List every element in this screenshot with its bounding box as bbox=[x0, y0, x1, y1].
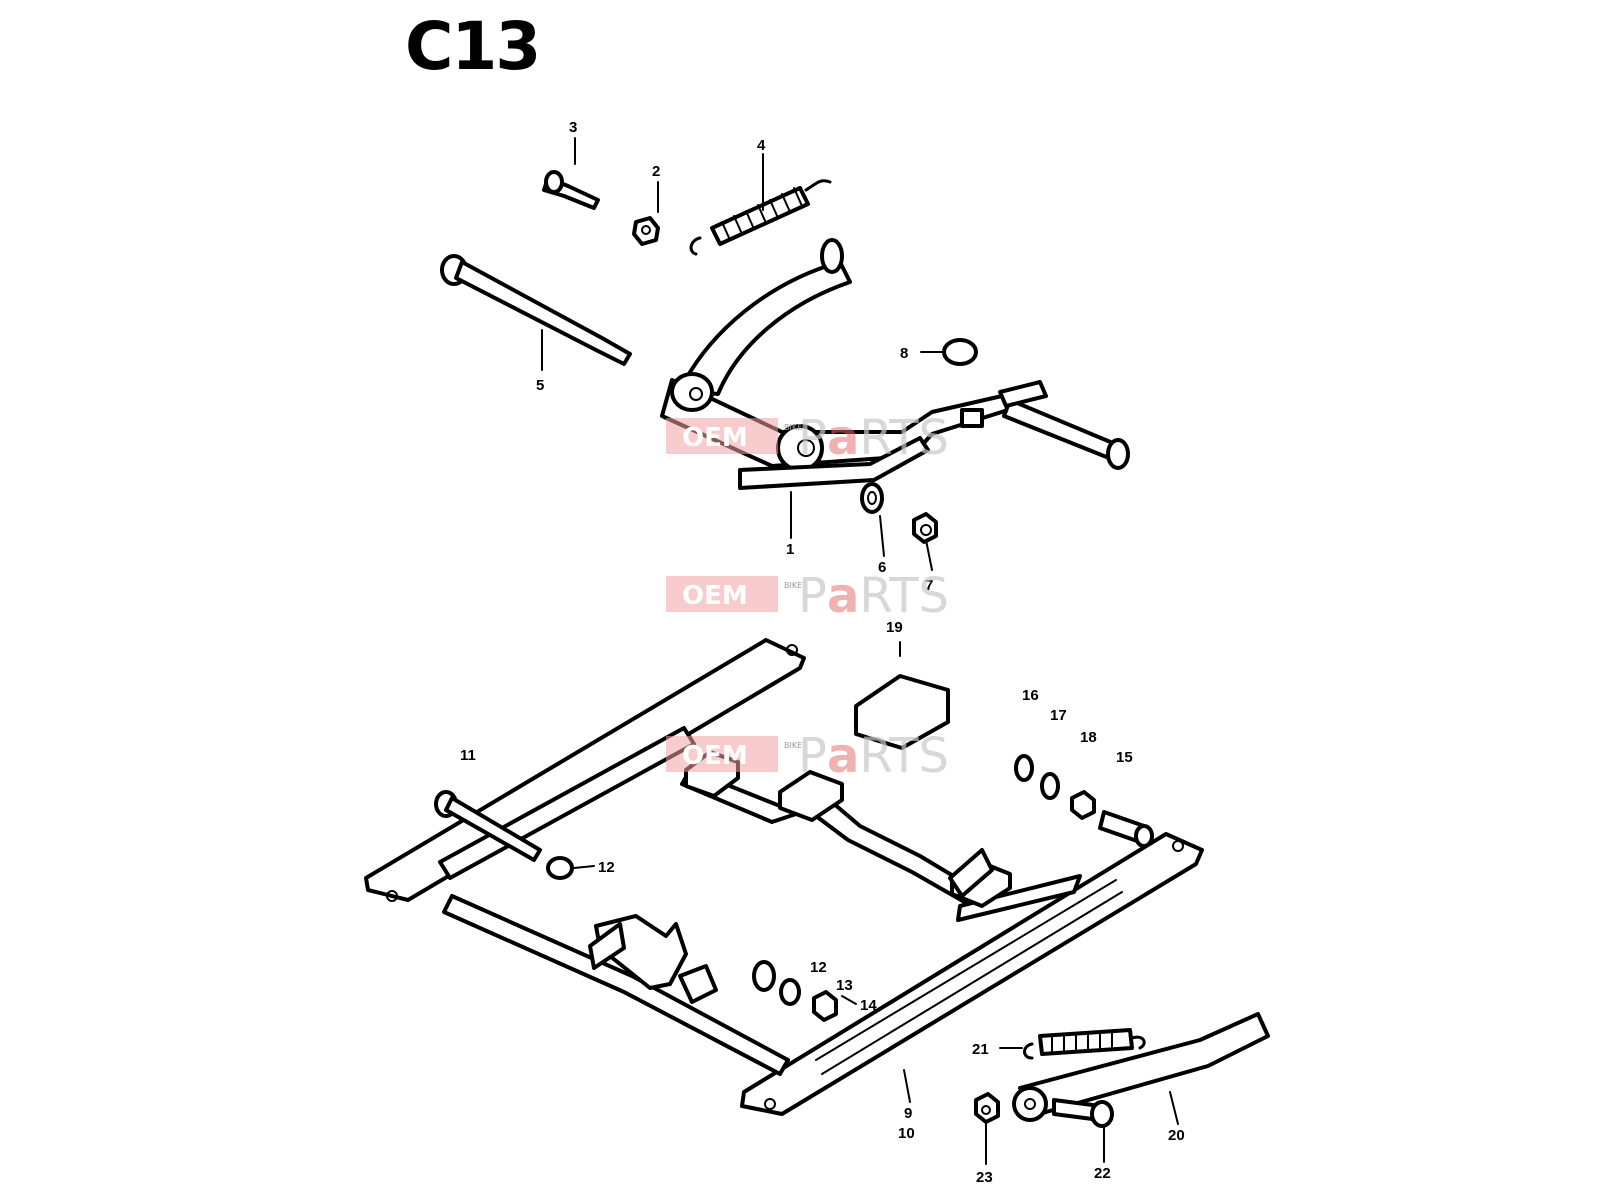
part-20-side-stand[interactable] bbox=[1012, 1012, 1270, 1122]
callout-12-lower: 12 bbox=[810, 959, 827, 976]
part-8-cap[interactable] bbox=[942, 338, 978, 366]
callout-6: 6 bbox=[878, 559, 886, 576]
callout-15: 15 bbox=[1116, 749, 1133, 766]
callout-10: 10 bbox=[898, 1125, 915, 1142]
part-3-bolt[interactable] bbox=[542, 170, 600, 210]
svg-text:BIKE: BIKE bbox=[784, 423, 802, 432]
callout-22: 22 bbox=[1094, 1165, 1111, 1182]
svg-text:BIKE: BIKE bbox=[784, 741, 802, 750]
parts-12-13-14-washers-nut[interactable] bbox=[752, 960, 838, 1022]
svg-text:PaRTS: PaRTS bbox=[798, 410, 949, 466]
callout-5: 5 bbox=[536, 377, 544, 394]
parts-15-16-17-18-fasteners[interactable] bbox=[1014, 754, 1154, 848]
callout-12-upper: 12 bbox=[598, 859, 615, 876]
watermark-2: OEM BIKE PaRTS bbox=[666, 568, 949, 624]
part-4-spring[interactable] bbox=[689, 179, 832, 256]
part-5-long-pivot-shaft[interactable] bbox=[440, 254, 632, 366]
callout-9: 9 bbox=[904, 1105, 912, 1122]
part-11-rear-bar[interactable] bbox=[364, 638, 806, 902]
callout-20: 20 bbox=[1168, 1127, 1185, 1144]
svg-text:PaRTS: PaRTS bbox=[798, 728, 949, 784]
callout-8: 8 bbox=[900, 345, 908, 362]
callout-4: 4 bbox=[757, 137, 766, 154]
svg-text:BIKE: BIKE bbox=[784, 581, 802, 590]
leader-lines bbox=[541, 137, 1179, 1165]
callout-13: 13 bbox=[836, 977, 853, 994]
part-9-10-front-bar[interactable] bbox=[740, 832, 1204, 1116]
part-7-nut[interactable] bbox=[912, 512, 938, 544]
part-12-washer-upper[interactable] bbox=[546, 856, 574, 880]
watermark-3: OEM BIKE PaRTS bbox=[666, 728, 949, 784]
part-2-nut[interactable] bbox=[632, 216, 660, 246]
callout-16: 16 bbox=[1022, 687, 1039, 704]
callout-19: 19 bbox=[886, 619, 903, 636]
callout-21: 21 bbox=[972, 1041, 989, 1058]
callout-14: 14 bbox=[860, 997, 877, 1014]
watermark-1: OEM BIKE PaRTS bbox=[666, 410, 949, 466]
part-19-plate[interactable] bbox=[854, 674, 950, 750]
callout-labels: 3 2 4 5 8 1 6 7 19 16 17 18 15 11 12 12 … bbox=[460, 119, 1185, 1186]
callout-17: 17 bbox=[1050, 707, 1067, 724]
svg-text:OEM: OEM bbox=[682, 581, 748, 611]
part-23-nut[interactable] bbox=[974, 1092, 1000, 1124]
svg-text:OEM: OEM bbox=[682, 423, 748, 453]
part-22-bolt[interactable] bbox=[1052, 1098, 1114, 1128]
callout-23: 23 bbox=[976, 1169, 993, 1186]
svg-text:PaRTS: PaRTS bbox=[798, 568, 949, 624]
svg-text:OEM: OEM bbox=[682, 741, 748, 771]
mount-brackets bbox=[588, 750, 1012, 1004]
part-11-bolt[interactable] bbox=[434, 790, 542, 862]
callout-18: 18 bbox=[1080, 729, 1097, 746]
part-21-spring[interactable] bbox=[1023, 1028, 1146, 1060]
diagram-code: C13 bbox=[405, 8, 541, 85]
callout-1: 1 bbox=[786, 541, 794, 558]
callout-2: 2 bbox=[652, 163, 660, 180]
callout-7: 7 bbox=[925, 577, 933, 594]
part-6-washer[interactable] bbox=[860, 482, 884, 514]
callout-3: 3 bbox=[569, 119, 577, 136]
callout-11: 11 bbox=[460, 747, 476, 764]
